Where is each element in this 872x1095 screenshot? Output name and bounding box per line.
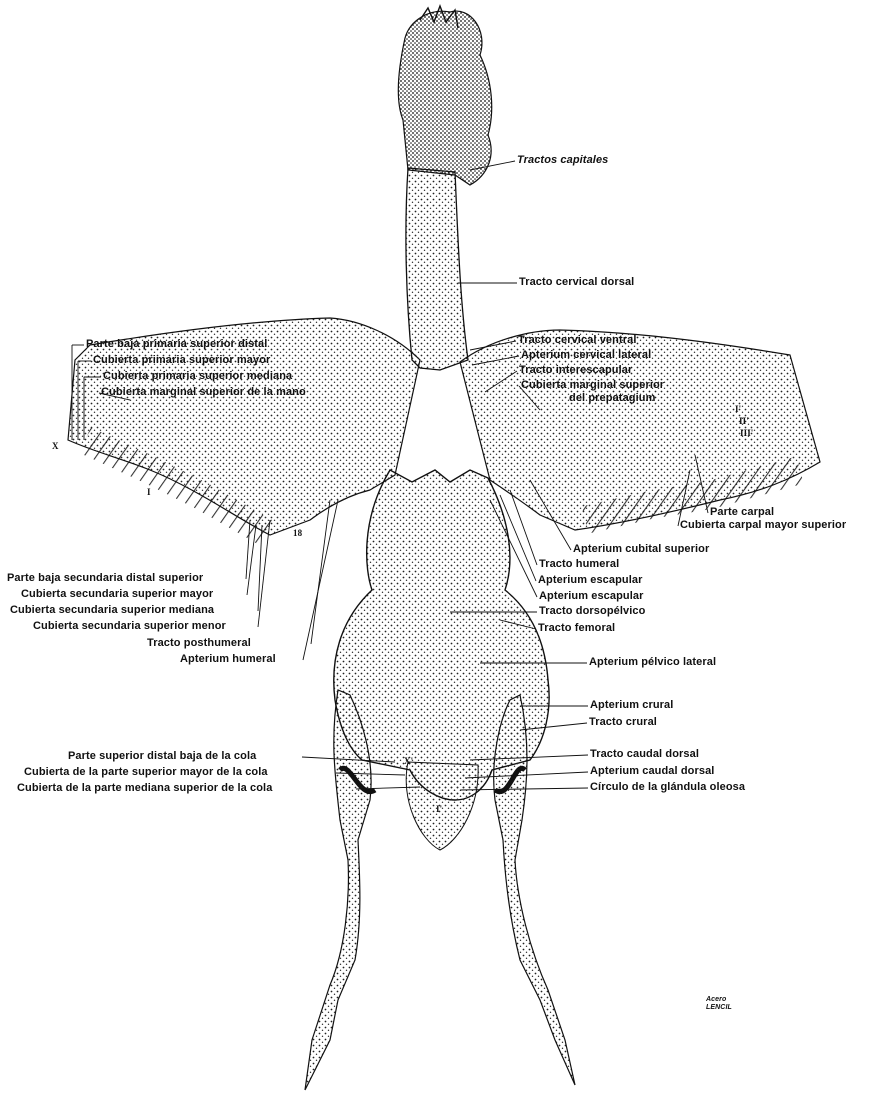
label-tracto-cervical-ventral: Tracto cervical ventral — [518, 334, 636, 347]
marker-x-prime: X' — [404, 755, 413, 768]
marker-x: X — [52, 440, 59, 453]
marker-iii-prime: III' — [740, 427, 753, 440]
label-apterium-escapular-2: Apterium escapular — [539, 590, 644, 603]
marker-18: 18 — [293, 527, 302, 540]
label-tracto-posthumeral: Tracto posthumeral — [147, 637, 251, 650]
label-cubierta-parte-superior-mayor-cola: Cubierta de la parte superior mayor de l… — [24, 766, 268, 779]
label-circulo-glandula-oleosa: Círculo de la glándula oleosa — [590, 781, 745, 794]
label-tracto-humeral: Tracto humeral — [539, 558, 619, 571]
label-apterium-caudal-dorsal: Apterium caudal dorsal — [590, 765, 714, 778]
label-parte-carpal: Parte carpal — [710, 506, 774, 519]
neck — [406, 168, 468, 370]
label-cubierta-marginal-superior: Cubierta marginal superior — [521, 379, 664, 392]
label-apterium-cubital-superior: Apterium cubital superior — [573, 543, 709, 556]
label-apterium-escapular-1: Apterium escapular — [538, 574, 643, 587]
label-apterium-humeral: Apterium humeral — [180, 653, 276, 666]
label-tracto-interescapular: Tracto interescapular — [519, 364, 632, 377]
label-tractos-capitales: Tractos capitales — [517, 154, 608, 167]
label-cubierta-secundaria-superior-mediana: Cubierta secundaria superior mediana — [10, 604, 214, 617]
head — [398, 6, 491, 185]
marker-i: I — [147, 486, 151, 499]
label-cubierta-primaria-superior-mediana: Cubierta primaria superior mediana — [103, 370, 292, 383]
label-cubierta-secundaria-superior-menor: Cubierta secundaria superior menor — [33, 620, 226, 633]
label-tracto-dorsopelvico: Tracto dorsopélvico — [539, 605, 645, 618]
artist-signature: Acero LENCIL — [706, 996, 746, 1012]
label-apterium-crural: Apterium crural — [590, 699, 673, 712]
label-cubierta-marginal-superior-mano: Cubierta marginal superior de la mano — [101, 386, 306, 399]
label-tracto-caudal-dorsal: Tracto caudal dorsal — [590, 748, 699, 761]
label-cubierta-carpal-mayor-superior: Cubierta carpal mayor superior — [680, 519, 846, 532]
leader-line — [303, 500, 338, 660]
marker-i-prime-tail: I' — [436, 803, 442, 816]
left-leg — [305, 690, 371, 1090]
label-apterium-cervical-lateral: Apterium cervical lateral — [521, 349, 651, 362]
label-tracto-femoral: Tracto femoral — [538, 622, 615, 635]
label-apterium-pelvico-lateral: Apterium pélvico lateral — [589, 656, 716, 669]
label-cubierta-parte-mediana-superior-cola: Cubierta de la parte mediana superior de… — [17, 782, 272, 795]
leader-line — [311, 500, 330, 644]
label-parte-baja-primaria-superior-distal: Parte baja primaria superior distal — [86, 338, 267, 351]
label-cubierta-primaria-superior-mayor: Cubierta primaria superior mayor — [93, 354, 270, 367]
label-cubierta-secundaria-superior-mayor: Cubierta secundaria superior mayor — [21, 588, 213, 601]
label-parte-baja-secundaria-distal-superior: Parte baja secundaria distal superior — [7, 572, 203, 585]
label-tracto-cervical-dorsal: Tracto cervical dorsal — [519, 276, 634, 289]
label-tracto-crural: Tracto crural — [589, 716, 657, 729]
label-del-prepatagium: del prepatagium — [569, 392, 655, 405]
label-parte-superior-distal-baja-cola: Parte superior distal baja de la cola — [68, 750, 256, 763]
